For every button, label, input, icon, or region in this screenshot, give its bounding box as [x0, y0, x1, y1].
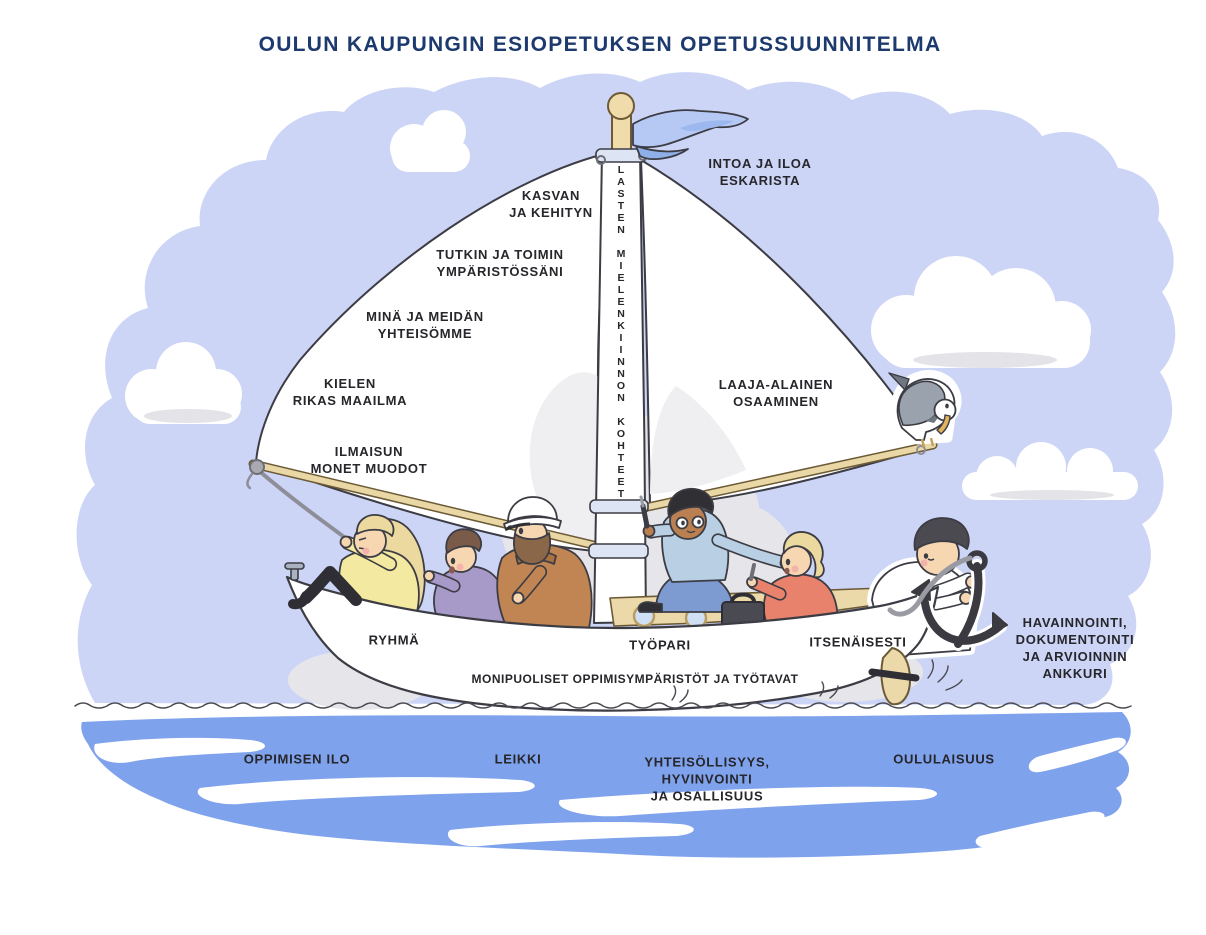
water-streaks: [94, 737, 1126, 849]
anchor-fluke-right: [992, 612, 1008, 634]
mast-banner-text: LASTEN MIELENKIINNON KOHTEET: [615, 164, 627, 500]
gull-wing: [898, 380, 946, 427]
anchor-rope: [887, 555, 973, 617]
water-label-yhteisollisyys: YHTEISÖLLISYYS, HYVINVOINTI JA OSALLISUU…: [644, 754, 770, 804]
cloud-top-left: [390, 110, 470, 172]
boot: [288, 591, 311, 610]
anchor-note-label: HAVAINNOINTI, DOKUMENTOINTI JA ARVIOINNI…: [1015, 615, 1135, 681]
page-title: OULUN KAUPUNGIN ESIOPETUKSEN OPETUSSUUNN…: [258, 33, 942, 56]
captain-hat-top: [507, 496, 558, 523]
main-sail-label-tutkin: TUTKIN JA TOIMIN YMPÄRISTÖSSÄNI: [436, 247, 564, 279]
anchor-ring: [966, 550, 988, 572]
mast-finial-ball: [607, 92, 635, 120]
flag-shade: [680, 120, 734, 132]
white-clouds: [125, 110, 1138, 500]
gull-tail: [888, 372, 910, 391]
hull-label-itsenaisesti: ITSENÄISESTI: [809, 634, 907, 650]
shoe: [637, 601, 663, 613]
anchor: [887, 550, 1008, 651]
hair: [782, 531, 825, 579]
cloud-left: [125, 342, 242, 424]
water: [81, 712, 1131, 858]
hull-caption: MONIPUOLISET OPPIMISYMPÄRISTÖT JA TYÖTAV…: [471, 672, 799, 687]
water-label-oppimisen-ilo: OPPIMISEN ILO: [243, 751, 351, 767]
crew-purple: [423, 528, 507, 627]
hull: [285, 575, 940, 712]
crew-captain: [496, 496, 593, 631]
woman-leg-over-gunwale: [288, 566, 362, 610]
cloud-right-lower: [962, 442, 1138, 500]
gull-legs: [920, 437, 935, 448]
hand: [339, 535, 353, 549]
main-sail-label-kielen: KIELEN RIKAS MAAILMA: [292, 376, 408, 408]
crew-glasses-man: [637, 487, 793, 613]
waterline: [74, 702, 1132, 709]
hair-top: [356, 514, 395, 537]
hair: [667, 487, 714, 518]
hair: [445, 528, 483, 554]
screwdriver: [640, 503, 650, 529]
main-sail-label-mina: MINÄ JA MEIDÄN YHTEISÖMME: [366, 309, 484, 341]
crew-woman-yellow: [338, 514, 426, 619]
mast: [588, 92, 649, 624]
splashes: [671, 659, 963, 703]
arm-extended: [713, 535, 787, 567]
tool: [749, 563, 756, 581]
seagull: [888, 369, 962, 448]
hand: [511, 591, 525, 605]
water-label-oululaisuus: OULULAISUUS: [893, 751, 995, 767]
pennant-flag: [632, 109, 749, 160]
rudder: [868, 646, 920, 706]
hand: [423, 570, 435, 582]
bow-cleat: [284, 562, 305, 581]
hair: [913, 517, 970, 551]
main-sail-label-ilmaisun: ILMAISUN MONET MUODOT: [310, 444, 428, 476]
hull-label-tyopari: TYÖPARI: [629, 637, 691, 653]
cloud-shadows: [144, 352, 1114, 500]
captain-hat-visor: [505, 522, 531, 531]
flag-note-label: INTOA JA ILOA ESKARISTA: [708, 156, 812, 188]
main-sail-label-kasvan: KASVAN JA KEHITYN: [509, 188, 593, 220]
hull-label-ryhma: RYHMÄ: [368, 632, 420, 648]
water-label-leikki: LEIKKI: [494, 751, 542, 767]
tiller: [868, 668, 920, 682]
beard: [513, 532, 551, 565]
anchor-arms: [920, 590, 1004, 645]
mast-collars: [588, 148, 649, 559]
flag-fold: [635, 145, 689, 160]
gull-beak: [936, 414, 951, 435]
head-sail-label: LAAJA-ALAINEN OSAAMINEN: [718, 377, 834, 409]
